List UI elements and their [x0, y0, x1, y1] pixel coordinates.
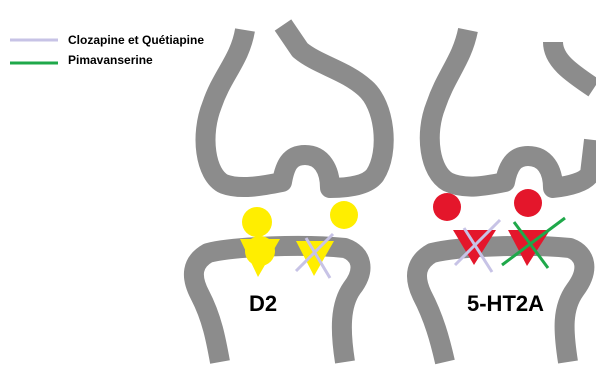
- presynaptic-terminal-5ht2a: [430, 30, 594, 188]
- synapse-5ht2a: 5-HT2A: [417, 30, 594, 362]
- receptor-label-5ht2a: 5-HT2A: [467, 291, 544, 316]
- postsynaptic-terminal-d2: [194, 246, 361, 362]
- legend-label-clozapine: Clozapine et Quétiapine: [68, 33, 204, 47]
- receptor-triangle-d2-2: [296, 241, 334, 276]
- legend-label-pimavanserine: Pimavanserine: [68, 53, 153, 67]
- presynaptic-terminal-d2: [206, 25, 384, 188]
- synapse-d2: D2: [194, 25, 384, 362]
- ligand-dot-5ht2a-2: [514, 189, 542, 217]
- ligand-dot-d2-2: [330, 201, 358, 229]
- ligand-dot-5ht2a-1: [433, 193, 461, 221]
- legend: Clozapine et Quétiapine Pimavanserine: [10, 33, 204, 67]
- receptor-label-d2: D2: [249, 291, 277, 316]
- ligand-dot-d2-1: [242, 207, 272, 237]
- receptor-triangle-d2-1: [240, 239, 280, 277]
